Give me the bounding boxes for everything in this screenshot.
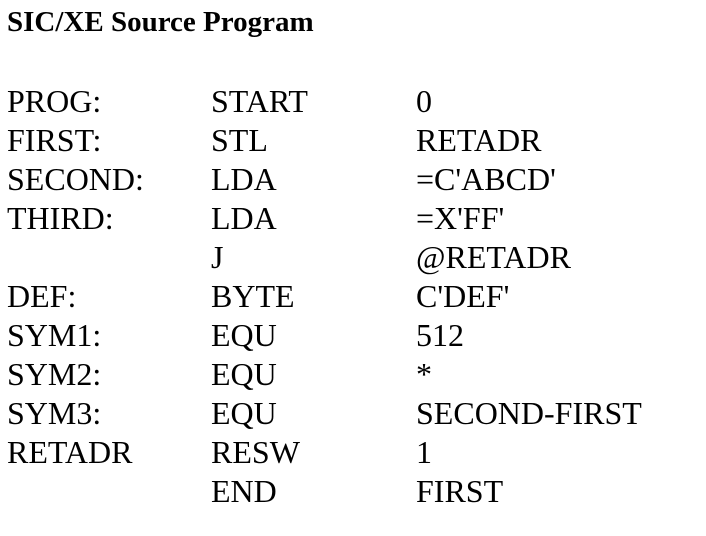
source-program-listing: PROG: START 0 FIRST: STL RETADR SECOND: … — [7, 82, 697, 511]
line-opcode: LDA — [211, 161, 277, 197]
line-opcode: END — [211, 473, 277, 509]
line-operand: =C'ABCD' — [416, 161, 556, 197]
program-line: THIRD: LDA =X'FF' — [7, 199, 697, 238]
line-label: SECOND: — [7, 161, 144, 197]
program-line: FIRST: STL RETADR — [7, 121, 697, 160]
line-operand: =X'FF' — [416, 200, 505, 236]
line-operand: 0 — [416, 83, 432, 119]
line-operand: SECOND-FIRST — [416, 395, 642, 431]
line-operand: * — [416, 356, 432, 392]
line-label: SYM3: — [7, 395, 102, 431]
line-opcode: EQU — [211, 395, 277, 431]
document-title: SIC/XE Source Program — [7, 6, 314, 38]
line-label: SYM1: — [7, 317, 102, 353]
program-line: J @RETADR — [7, 238, 697, 277]
line-operand: RETADR — [416, 122, 542, 158]
line-opcode: EQU — [211, 317, 277, 353]
program-line: DEF: BYTE C'DEF' — [7, 277, 697, 316]
line-opcode: START — [211, 83, 308, 119]
program-line: END FIRST — [7, 472, 697, 511]
line-operand: 1 — [416, 434, 432, 470]
line-opcode: J — [211, 239, 224, 275]
program-line: SYM1: EQU 512 — [7, 316, 697, 355]
line-opcode: EQU — [211, 356, 277, 392]
line-label: THIRD: — [7, 200, 114, 236]
line-opcode: RESW — [211, 434, 300, 470]
line-label: FIRST: — [7, 122, 102, 158]
line-opcode: STL — [211, 122, 268, 158]
line-operand: C'DEF' — [416, 278, 510, 314]
line-operand: @RETADR — [416, 239, 571, 275]
line-operand: FIRST — [416, 473, 504, 509]
program-line: SECOND: LDA =C'ABCD' — [7, 160, 697, 199]
program-line: PROG: START 0 — [7, 82, 697, 121]
line-label: RETADR — [7, 434, 133, 470]
line-operand: 512 — [416, 317, 464, 353]
program-line: SYM2: EQU * — [7, 355, 697, 394]
program-line: SYM3: EQU SECOND-FIRST — [7, 394, 697, 433]
program-line: RETADR RESW 1 — [7, 433, 697, 472]
line-label: PROG: — [7, 83, 102, 119]
line-opcode: BYTE — [211, 278, 295, 314]
line-label: DEF: — [7, 278, 77, 314]
line-opcode: LDA — [211, 200, 277, 236]
line-label: SYM2: — [7, 356, 102, 392]
